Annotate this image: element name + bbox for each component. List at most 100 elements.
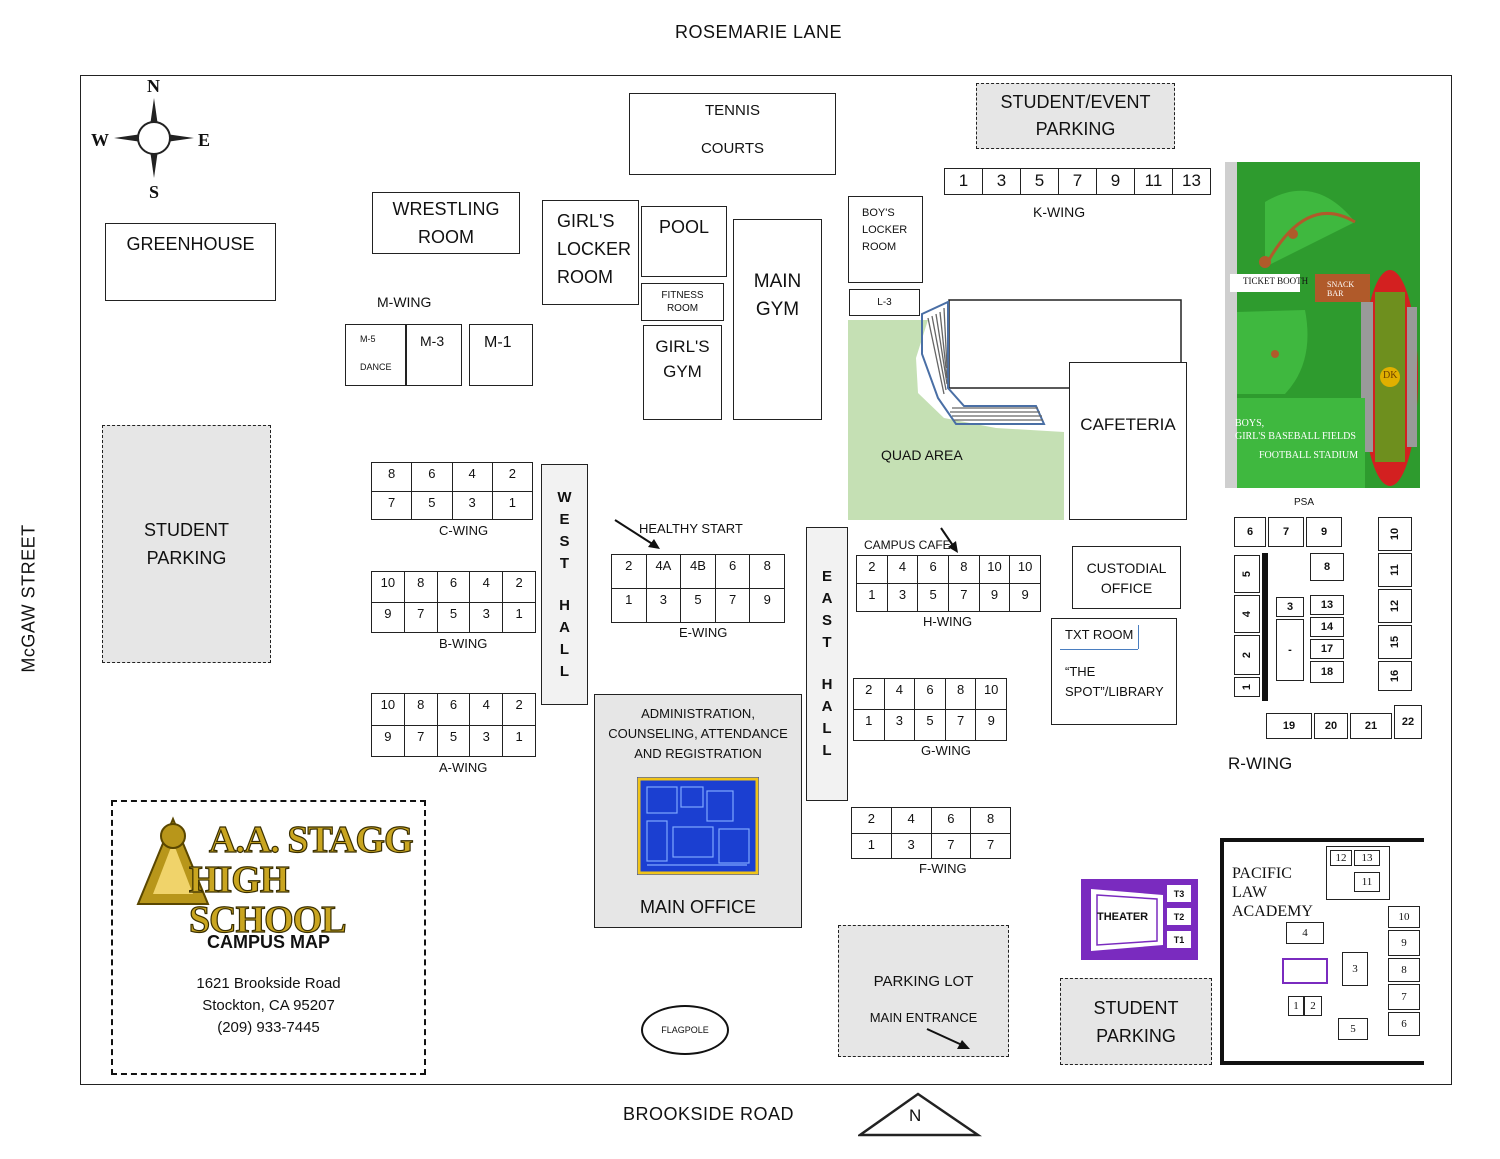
h-room[interactable]: 3 [887,584,919,612]
pla-room[interactable]: 1 [1288,996,1304,1016]
g-room[interactable]: 2 [854,679,885,710]
a-room[interactable]: 4 [470,694,504,726]
e-room[interactable]: 2 [612,555,647,589]
a-room[interactable]: 6 [437,694,471,726]
h-room[interactable]: 8 [948,556,980,584]
g-room[interactable]: 3 [884,710,916,741]
pool[interactable]: POOL [641,206,727,277]
r-room[interactable]: - [1276,619,1304,681]
b-room[interactable]: 2 [503,572,536,603]
pla-room[interactable]: 5 [1338,1018,1368,1040]
wrestling-room[interactable]: WRESTLING ROOM [372,192,520,254]
pla-room[interactable]: 11 [1354,872,1380,892]
r-room[interactable]: 3 [1276,597,1304,617]
f-room[interactable]: 2 [852,808,892,834]
r-room[interactable]: 14 [1310,617,1344,637]
k-room[interactable]: 13 [1173,169,1211,195]
room-t2[interactable]: T2 [1167,908,1191,925]
e-room[interactable]: 1 [612,589,647,623]
east-hall[interactable]: E A S T H A L L [806,527,848,801]
room-l3[interactable]: L-3 [849,289,920,316]
r-room[interactable]: 9 [1306,517,1342,547]
pla-room[interactable]: 4 [1286,922,1324,944]
g-room[interactable]: 8 [945,679,977,710]
e-room[interactable]: 4B [681,555,716,589]
tennis-courts[interactable]: TENNIS COURTS [629,93,836,175]
g-room[interactable]: 6 [915,679,946,710]
g-room[interactable]: 5 [915,710,946,741]
b-room[interactable]: 8 [404,572,438,603]
h-room[interactable]: 1 [857,584,888,612]
b-room[interactable]: 7 [404,602,438,633]
theater[interactable]: THEATER T3 T2 T1 [1081,879,1198,960]
c-room[interactable]: 1 [492,491,533,520]
e-room[interactable]: 5 [681,589,716,623]
g-room[interactable]: 4 [884,679,916,710]
room-m5[interactable]: M-5 DANCE [345,324,406,386]
c-room[interactable]: 7 [372,491,413,520]
b-room[interactable]: 3 [470,602,504,633]
f-room[interactable]: 8 [971,808,1011,834]
room-t3[interactable]: T3 [1167,885,1191,902]
c-room[interactable]: 3 [452,491,493,520]
k-room[interactable]: 7 [1059,169,1097,195]
r-room[interactable]: 2 [1234,635,1260,675]
greenhouse[interactable]: GREENHOUSE [105,223,276,301]
a-room[interactable]: 3 [470,725,504,757]
pla-room[interactable]: 13 [1354,850,1380,866]
r-room[interactable]: 5 [1234,555,1260,593]
student-event-parking[interactable]: STUDENT/EVENT PARKING [976,83,1175,149]
b-room[interactable]: 4 [470,572,504,603]
e-room[interactable]: 7 [715,589,751,623]
h-room[interactable]: 10 [1010,556,1041,584]
a-room[interactable]: 5 [437,725,471,757]
k-room[interactable]: 5 [1021,169,1059,195]
f-room[interactable]: 6 [931,808,972,834]
student-parking-west[interactable]: STUDENT PARKING [102,425,271,663]
a-room[interactable]: 8 [404,694,438,726]
cafeteria[interactable]: CAFETERIA [1069,362,1187,520]
c-room[interactable]: 6 [412,463,453,492]
r-room[interactable]: 6 [1234,517,1266,547]
b-room[interactable]: 9 [372,602,405,633]
athletic-fields[interactable]: TICKET BOOTH SNACK BAR DK BOYS, GIRL'S B… [1225,162,1420,488]
r-room[interactable]: 11 [1378,553,1412,587]
h-room[interactable]: 9 [979,584,1011,612]
custodial-office[interactable]: CUSTODIAL OFFICE [1072,546,1181,609]
r-room[interactable]: 16 [1378,661,1412,691]
k-room[interactable]: 9 [1097,169,1135,195]
room-t1[interactable]: T1 [1167,931,1191,948]
k-room[interactable]: 1 [945,169,983,195]
h-room[interactable]: 5 [918,584,949,612]
pla-room[interactable]: 2 [1304,996,1322,1016]
pla-room[interactable]: 10 [1388,906,1420,928]
pla-room[interactable]: 12 [1330,850,1352,866]
f-room[interactable]: 7 [971,833,1011,859]
g-room[interactable]: 7 [945,710,977,741]
girls-locker-room[interactable]: GIRL'S LOCKER ROOM [542,200,639,305]
e-room[interactable]: 3 [646,589,682,623]
a-room[interactable]: 7 [404,725,438,757]
pacific-law-academy[interactable]: PACIFIC LAW ACADEMY 12 13 11 10 9 8 7 6 … [1220,838,1424,1065]
b-room[interactable]: 5 [437,602,471,633]
c-room[interactable]: 8 [372,463,413,492]
r-room[interactable]: 13 [1310,595,1344,615]
e-room[interactable]: 8 [750,555,785,589]
r-room[interactable]: 20 [1314,713,1348,739]
r-room[interactable]: 15 [1378,625,1412,659]
r-room[interactable]: 22 [1394,705,1422,739]
e-room[interactable]: 9 [750,589,785,623]
k-room[interactable]: 11 [1135,169,1173,195]
pla-room[interactable]: 7 [1388,984,1420,1010]
west-hall[interactable]: W E S T H A L L [541,464,588,705]
h-room[interactable]: 4 [887,556,919,584]
pla-room[interactable]: 8 [1388,958,1420,982]
r-room[interactable]: 21 [1350,713,1392,739]
e-room[interactable]: 6 [715,555,751,589]
boys-locker-room[interactable]: BOY'S LOCKER ROOM [848,196,923,283]
b-room[interactable]: 1 [503,602,536,633]
f-room[interactable]: 3 [891,833,932,859]
main-gym[interactable]: MAIN GYM [733,219,822,420]
r-room[interactable]: 12 [1378,589,1412,623]
b-room[interactable]: 6 [437,572,471,603]
